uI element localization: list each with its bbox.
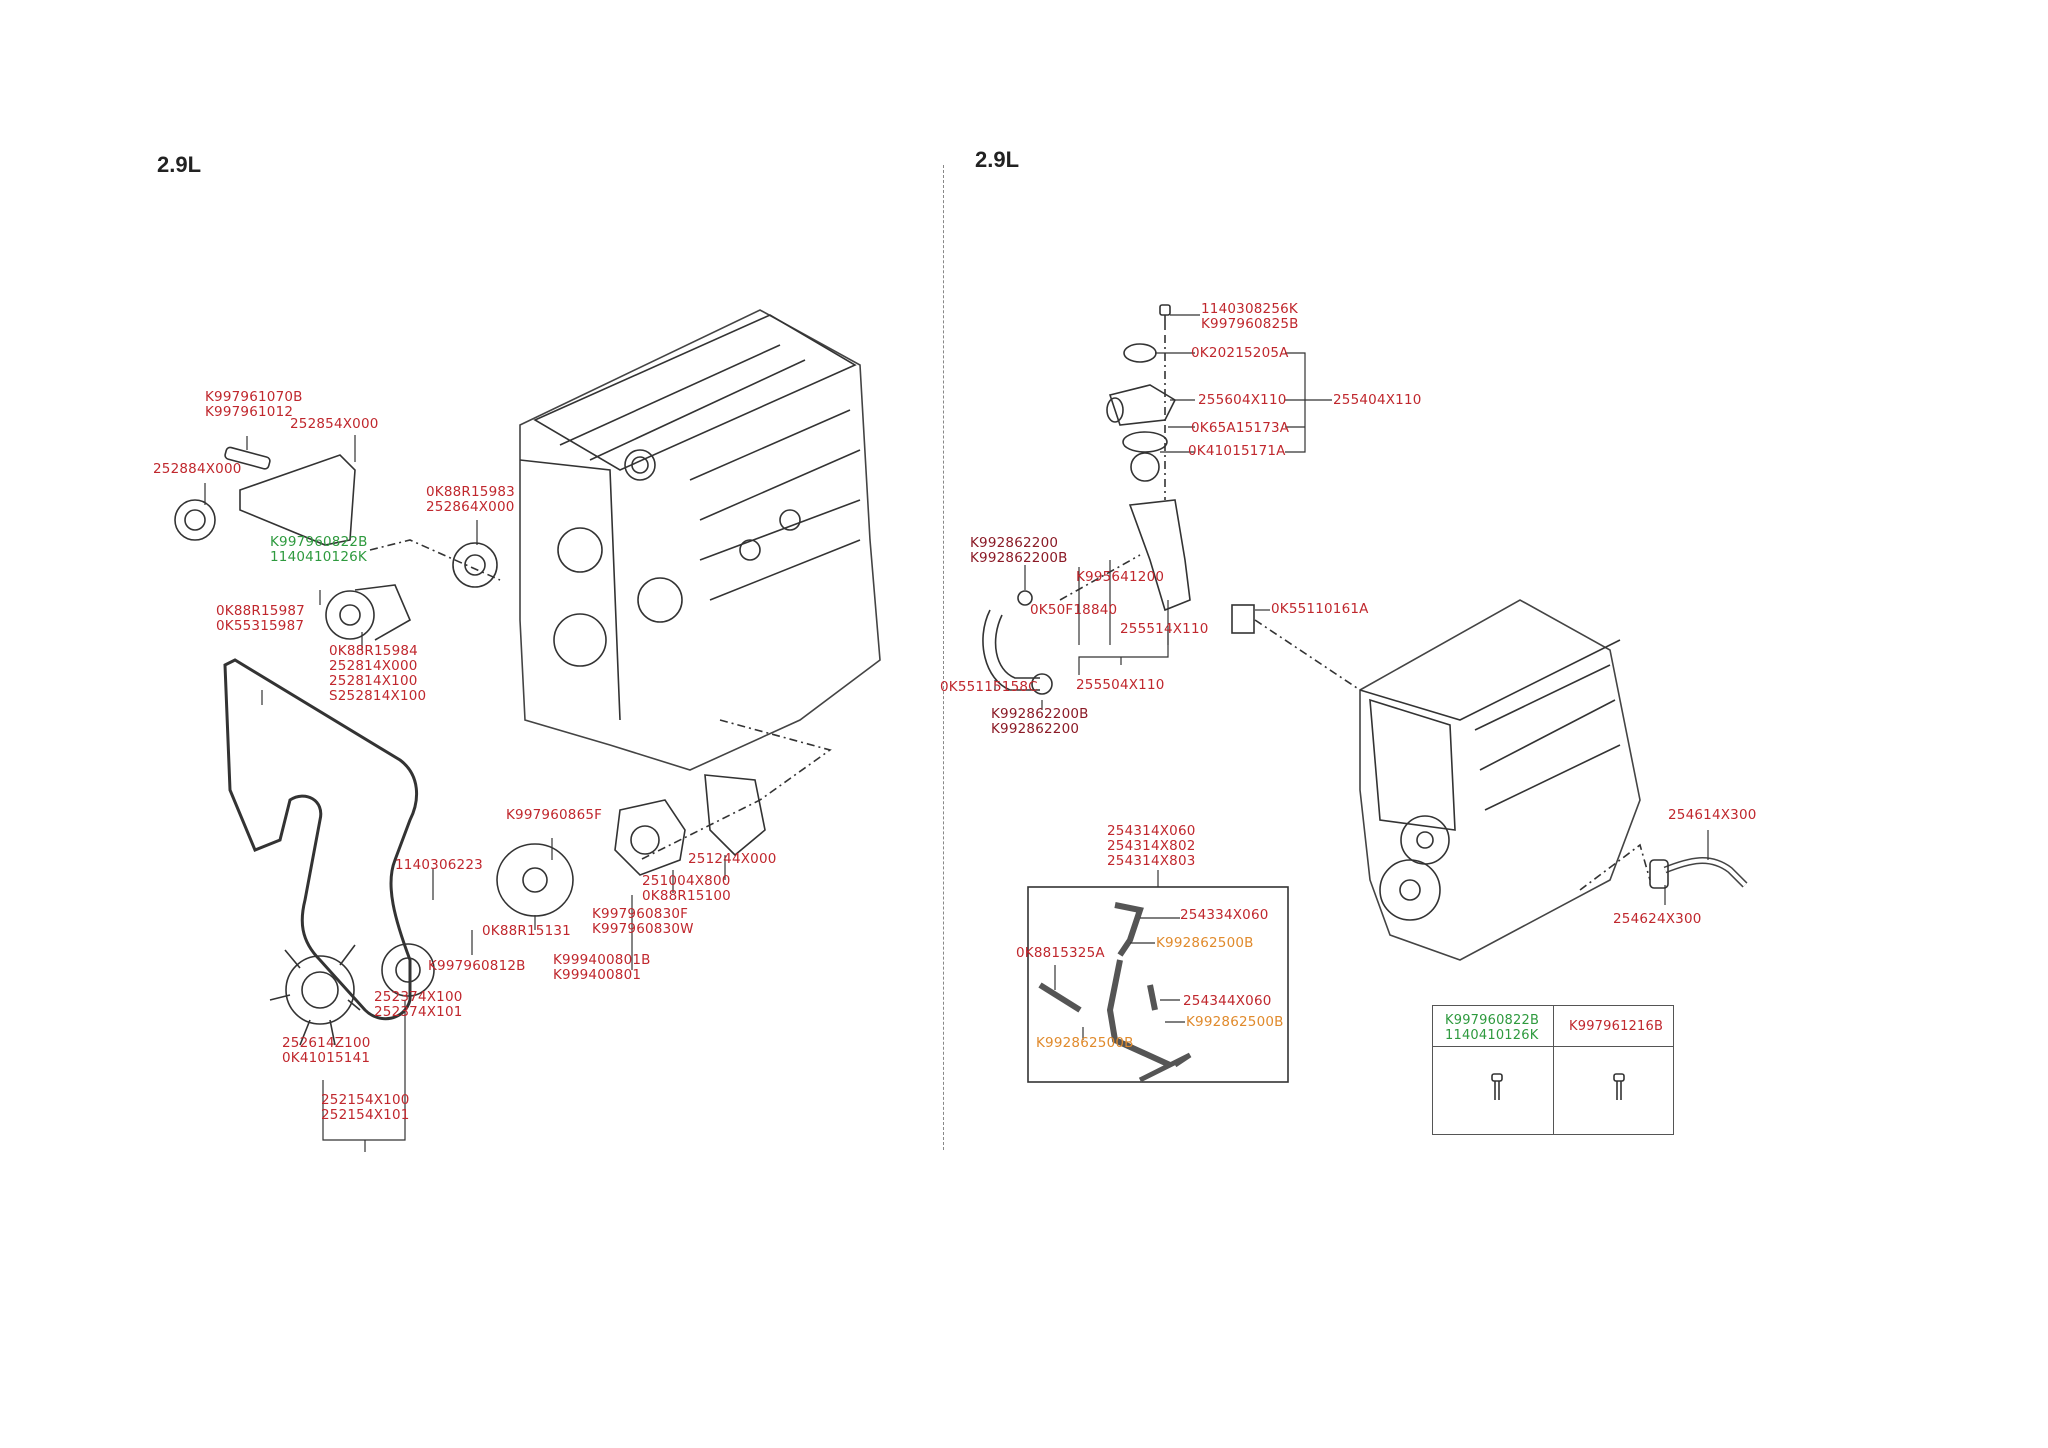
part-label-clamp-orange-1[interactable]: K992862500B (1156, 935, 1254, 951)
part-number: K992862200B (991, 706, 1089, 722)
table-column-divider (1553, 1006, 1554, 1134)
bolt-table-icons (1491, 1073, 1625, 1100)
part-number: 252154X101 (321, 1107, 410, 1123)
part-label-bypass-pipe[interactable]: 254614X300 (1668, 807, 1757, 823)
part-number: S252814X100 (329, 688, 427, 704)
right-engine-drawing (1359, 599, 1651, 961)
panel-divider (943, 165, 944, 1150)
part-number: 0K88R15987 (216, 603, 305, 619)
part-number: 0K88R15983 (426, 484, 515, 500)
part-label-housing-gasket[interactable]: 0K55110161A (1271, 601, 1369, 617)
part-label-pump-bolt-top[interactable]: K997960865F (506, 807, 603, 823)
part-label-fan-bolt[interactable]: 1140306223 (395, 857, 483, 873)
part-label-bypass-gasket[interactable]: 254624X300 (1613, 911, 1702, 927)
left-leader-lines (204, 435, 726, 1152)
part-number: 0K55315987 (216, 618, 305, 634)
part-number: K992862200B (970, 550, 1068, 566)
pipe-assembly-drawing (1038, 902, 1192, 1083)
part-number: 252814X100 (329, 673, 418, 689)
part-label-pump-gasket[interactable]: 251244X000 (688, 851, 777, 867)
right-panel-title: 2.9L (975, 147, 1020, 172)
part-label-housing-assembly[interactable]: 255504X110 (1076, 677, 1165, 693)
part-label-pulley[interactable]: 0K88R15131 (482, 923, 571, 939)
part-number: 254314X060 (1107, 823, 1196, 839)
part-label-outlet-assembly[interactable]: 255404X110 (1333, 392, 1422, 408)
part-label-hose-lower[interactable]: 254344X060 (1183, 993, 1272, 1009)
part-number: 1140308256K (1201, 301, 1298, 317)
part-number: 1140410126K (270, 549, 367, 565)
right-thermostat-drawings (982, 304, 1361, 695)
part-number: 254314X803 (1107, 853, 1196, 869)
part-label-idler-pulley-left[interactable]: 252884X000 (153, 461, 242, 477)
part-number: K992862200 (970, 535, 1059, 551)
part-number: K999400801 (553, 967, 642, 983)
part-label-clamp-orange-3[interactable]: K992862500B (1036, 1035, 1134, 1051)
left-accessory-drawings (174, 446, 766, 1046)
part-label-hose-upper[interactable]: 254334X060 (1180, 907, 1269, 923)
part-number: K992862200 (991, 721, 1080, 737)
part-number: 252864X000 (426, 499, 515, 515)
part-number: K997960830W (592, 921, 694, 937)
part-label-sensor[interactable]: K995641200 (1076, 569, 1165, 585)
part-label-housing[interactable]: 255514X110 (1120, 621, 1209, 637)
part-number: K997960822B (270, 534, 368, 550)
part-number: 251004X800 (642, 873, 731, 889)
part-label-clamp-orange-2[interactable]: K992862500B (1186, 1014, 1284, 1030)
part-number: 0K88R15984 (329, 643, 418, 659)
part-label-pulley-bolt[interactable]: K997960812B (428, 958, 526, 974)
left-panel-title: 2.9L (157, 152, 202, 177)
part-number: 254314X802 (1107, 838, 1196, 854)
part-number: K997961012 (205, 404, 294, 420)
part-number: 252374X101 (374, 1004, 463, 1020)
part-number: 252814X000 (329, 658, 418, 674)
part-number: K999400801B (553, 952, 651, 968)
part-number: 1140410126K (1445, 1028, 1539, 1043)
part-label-hose[interactable]: 0K55115158C (940, 679, 1038, 695)
table-cell-red-bolt[interactable]: K997961216B (1569, 1019, 1664, 1034)
part-label-cap[interactable]: 0K20215205A (1191, 345, 1289, 361)
part-label-gasket[interactable]: 0K65A15173A (1191, 420, 1290, 436)
part-number: K997960825B (1201, 316, 1299, 332)
part-label-thermostat[interactable]: 0K41015171A (1188, 443, 1286, 459)
left-engine-drawing (519, 309, 881, 771)
right-leader-lines (994, 314, 1709, 1040)
part-number: 252374X100 (374, 989, 463, 1005)
part-label-outlet[interactable]: 255604X110 (1198, 392, 1287, 408)
part-number: 252614Z100 (282, 1035, 371, 1051)
part-number: 252154X100 (321, 1092, 410, 1108)
part-label-bracket[interactable]: 252854X000 (290, 416, 379, 432)
part-number: K997961070B (205, 389, 303, 405)
part-number: K997960822B (1445, 1013, 1540, 1028)
part-number: K997960830F (592, 906, 689, 922)
part-number: 0K88R15100 (642, 888, 731, 904)
part-label-plug[interactable]: 0K50F18840 (1030, 602, 1118, 618)
part-label-hose-long[interactable]: 0K8815325A (1016, 945, 1105, 961)
part-number: 0K41015141 (282, 1050, 371, 1066)
